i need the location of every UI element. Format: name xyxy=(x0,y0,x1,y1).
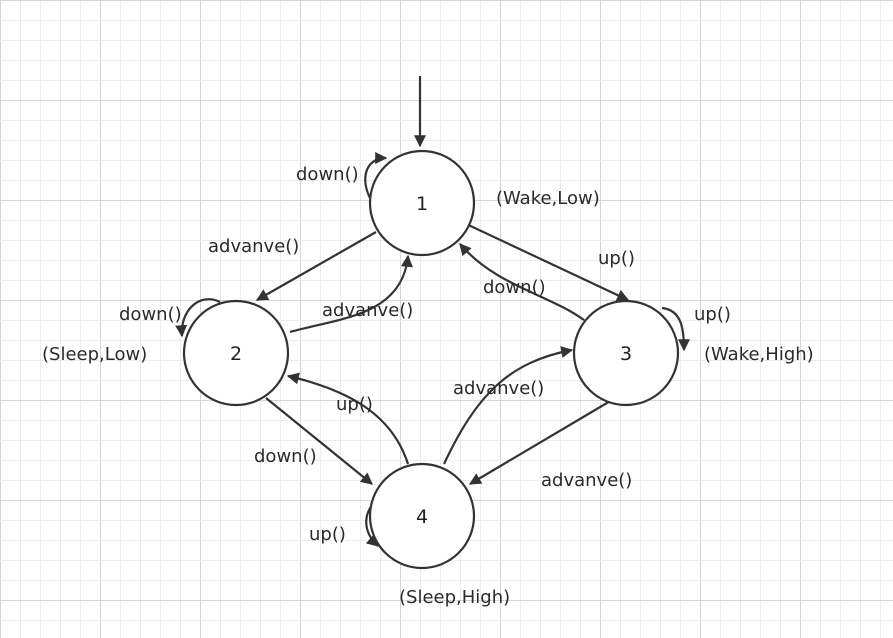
edge-2-4-label: down() xyxy=(254,446,317,467)
state-1-circle xyxy=(368,149,476,257)
edge-2-2-label: down() xyxy=(119,304,182,325)
state-4-label: 4 xyxy=(416,506,428,528)
edge-1-3 xyxy=(461,221,630,301)
state-3-output: (Wake,High) xyxy=(704,344,814,365)
edge-2-4 xyxy=(265,397,373,485)
edge-2-2 xyxy=(175,298,221,338)
state-1-output: (Wake,Low) xyxy=(496,188,600,209)
edge-1-2-label: advanve() xyxy=(208,236,299,257)
state-4-circle xyxy=(368,462,476,570)
edge-3-1 xyxy=(459,243,585,321)
state-2-circle xyxy=(182,299,290,407)
edge-3-3-label: up() xyxy=(694,304,731,325)
edge-1-2 xyxy=(255,231,377,301)
state-2-label: 2 xyxy=(230,343,242,365)
edge-1-3-label: up() xyxy=(598,248,635,269)
edge-4-4-label: up() xyxy=(309,524,346,545)
edge-1-1-label: down() xyxy=(296,164,359,185)
edge-4-3-label: advanve() xyxy=(453,378,544,399)
edge-1-1 xyxy=(364,152,388,199)
state-3-circle xyxy=(572,299,680,407)
edge-2-1-label: advanve() xyxy=(322,300,413,321)
edge-4-2-label: up() xyxy=(336,394,373,415)
state-2-output: (Sleep,Low) xyxy=(42,344,147,365)
states: 1 2 3 4 xyxy=(182,149,680,570)
edge-3-3 xyxy=(661,306,690,352)
edge-2-1 xyxy=(289,254,413,334)
transition-labels: down() advanve() up() down() advanve() d… xyxy=(119,164,731,545)
transitions xyxy=(175,152,690,547)
state-4-output: (Sleep,High) xyxy=(399,587,510,608)
state-outputs: (Wake,Low) (Sleep,Low) (Wake,High) (Slee… xyxy=(42,188,814,608)
state-1-label: 1 xyxy=(416,193,428,215)
edge-3-4-label: advanve() xyxy=(541,470,632,491)
edge-3-1-label: down() xyxy=(483,277,546,298)
edge-4-2 xyxy=(286,372,410,465)
edge-3-4 xyxy=(468,399,613,485)
state-3-label: 3 xyxy=(620,343,632,365)
edge-4-3 xyxy=(443,346,574,465)
